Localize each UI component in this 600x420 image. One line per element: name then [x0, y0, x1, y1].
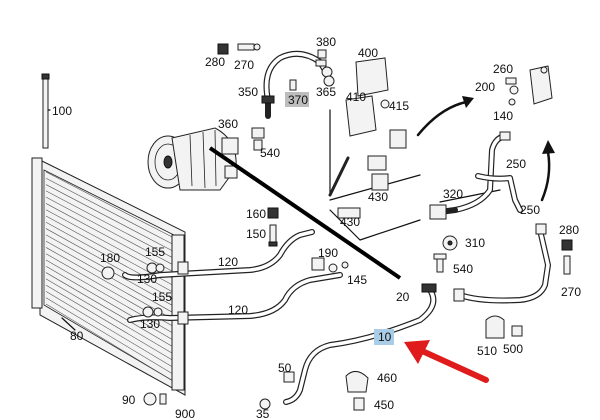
- condenser-fin: [45, 272, 179, 350]
- hose-120-lower: [127, 272, 343, 323]
- fittings-380-365: [289, 49, 335, 91]
- condenser-fin: [45, 196, 179, 268]
- expansion-valve: [505, 65, 553, 106]
- label-500: 500: [503, 342, 523, 356]
- label-10: 10: [378, 330, 392, 344]
- arrow-icon: [404, 340, 489, 383]
- condenser-fin: [45, 284, 179, 364]
- label-370-highlight: [285, 92, 309, 107]
- leader-line-diagonal: [208, 146, 402, 280]
- condenser-fin: [45, 278, 179, 357]
- label-540-top: 540: [260, 146, 280, 160]
- label-410: 410: [346, 90, 366, 104]
- hose-10: [283, 283, 437, 405]
- condenser-fin: [45, 291, 179, 371]
- label-10-highlight: [374, 329, 394, 345]
- fittings-190-145: [311, 257, 349, 273]
- label-510: 510: [477, 344, 497, 358]
- condenser-fin: [45, 222, 179, 296]
- label-270-top: 270: [234, 58, 254, 72]
- label-415: 415: [389, 99, 409, 113]
- label-100: 100: [52, 104, 72, 118]
- label-365: 365: [316, 85, 336, 99]
- label-280-right: 280: [559, 223, 579, 237]
- label-120-lower: 120: [228, 303, 248, 317]
- fittings-50-35: [259, 371, 295, 410]
- condenser-fin: [45, 171, 179, 241]
- fitting-310: [442, 235, 458, 251]
- condenser-fin: [45, 240, 179, 316]
- condenser-fin: [45, 228, 179, 302]
- label-900: 900: [175, 407, 195, 420]
- label-80: 80: [70, 329, 84, 343]
- bolt-540: [433, 253, 447, 273]
- label-160: 160: [246, 207, 266, 221]
- connectors-360-540: [251, 127, 265, 151]
- condenser-fin: [45, 303, 179, 385]
- part-labels: 100 80 90 900 180 155 130 155 130 120 12…: [52, 35, 581, 420]
- condenser-fin: [45, 259, 179, 337]
- label-130-lower: 130: [140, 317, 160, 331]
- label-540-mid: 540: [453, 262, 473, 276]
- fittings-left: [101, 261, 189, 325]
- label-200: 200: [475, 80, 495, 94]
- condenser-fin: [45, 266, 179, 344]
- condenser-fin: [45, 178, 179, 248]
- label-270-right: 270: [561, 285, 581, 299]
- hose-350: [261, 50, 333, 119]
- label-460: 460: [377, 371, 397, 385]
- hose-120-upper: [122, 229, 315, 281]
- label-360: 360: [218, 117, 238, 131]
- label-120-upper: 120: [218, 255, 238, 269]
- parts-280-270-top: [217, 43, 261, 55]
- compressor: [147, 127, 239, 191]
- label-430-upper: 430: [368, 190, 388, 204]
- label-20: 20: [396, 290, 410, 304]
- hose-320-right: [429, 204, 551, 304]
- clamps-510-500: [485, 315, 523, 339]
- label-180: 180: [100, 251, 120, 265]
- dryer-cartridge: [41, 73, 51, 149]
- clips-460-450: [345, 371, 369, 411]
- label-320: 320: [443, 187, 463, 201]
- label-90: 90: [122, 393, 136, 407]
- sensor-280-270-right: [561, 239, 573, 275]
- label-430-lower: 430: [340, 215, 360, 229]
- label-145: 145: [347, 273, 367, 287]
- label-450: 450: [374, 398, 394, 412]
- label-350: 350: [238, 85, 258, 99]
- label-280-top: 280: [205, 55, 225, 69]
- label-250-lower: 250: [520, 203, 540, 217]
- condenser-fin: [45, 184, 179, 254]
- bracket-400: [328, 57, 407, 219]
- label-380: 380: [316, 35, 336, 49]
- label-370: 370: [288, 93, 308, 107]
- label-155-upper: 155: [145, 245, 165, 259]
- condenser-fin: [45, 203, 179, 275]
- direction-arrow-1: [416, 100, 468, 137]
- label-400: 400: [358, 46, 378, 60]
- label-250-upper: 250: [506, 157, 526, 171]
- label-35: 35: [256, 407, 270, 420]
- valves-160-150: [267, 207, 279, 247]
- label-310: 310: [465, 236, 485, 250]
- label-140: 140: [493, 109, 513, 123]
- hose-250: [452, 131, 523, 213]
- fitting-90-900: [143, 392, 167, 406]
- direction-arrow-2: [540, 150, 551, 202]
- label-50: 50: [278, 361, 292, 375]
- label-260: 260: [493, 62, 513, 76]
- condenser-fin: [45, 297, 179, 378]
- condenser-fin: [45, 190, 179, 261]
- label-155-lower: 155: [152, 290, 172, 304]
- label-130-upper: 130: [137, 272, 157, 286]
- label-150: 150: [246, 227, 266, 241]
- label-190: 190: [318, 246, 338, 260]
